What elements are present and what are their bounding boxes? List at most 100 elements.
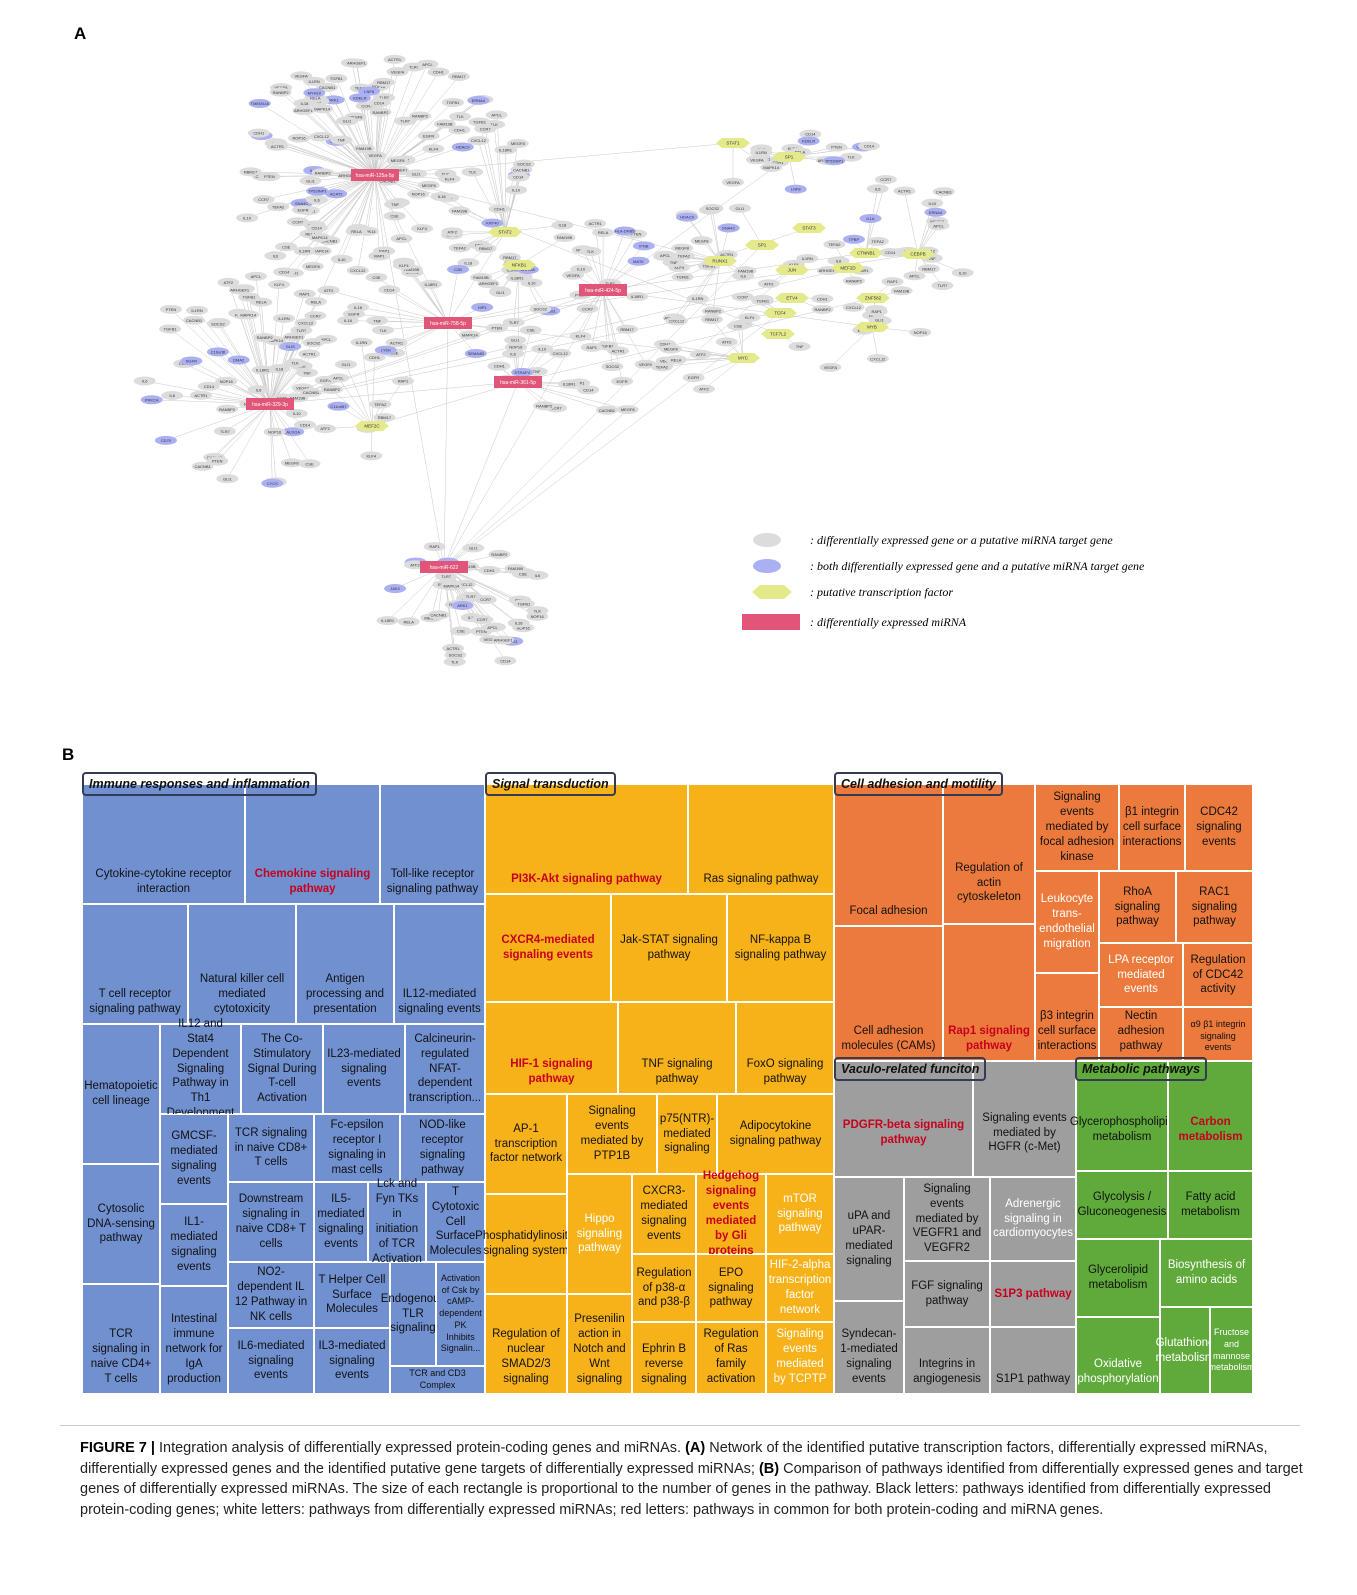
svg-text:IL10: IL10 bbox=[338, 257, 347, 262]
cell-s18: Regulation of p38-α and p38-β bbox=[632, 1254, 696, 1322]
gene-node: KLF4 bbox=[438, 174, 461, 184]
svg-text:TEFA2: TEFA2 bbox=[454, 245, 467, 250]
cell-s25: Signaling events mediated by TCPTP bbox=[766, 1322, 834, 1394]
gene-node: IL1RN bbox=[796, 254, 819, 264]
gene-node: TNF bbox=[662, 258, 685, 268]
cell-s12: Adipocytokine signaling pathway bbox=[717, 1094, 834, 1174]
svg-text:CACNB1: CACNB1 bbox=[303, 390, 320, 395]
svg-text:hsa-miR-125a-5p: hsa-miR-125a-5p bbox=[356, 173, 395, 179]
network-edge bbox=[357, 174, 376, 271]
gene-node: MAPK14 bbox=[308, 232, 331, 242]
network-edge bbox=[443, 269, 793, 568]
cell-s21: Regulation of nuclear SMAD2/3 signaling bbox=[485, 1294, 567, 1394]
svg-text:NFKB1: NFKB1 bbox=[512, 263, 527, 268]
network-edge bbox=[341, 174, 376, 260]
svg-text:TNF: TNF bbox=[533, 369, 541, 374]
gene-node: ACTR1 bbox=[893, 186, 916, 196]
cell-c14: TCR signaling in naive CD8+ T cells bbox=[228, 1114, 314, 1182]
svg-text:SNA4C: SNA4C bbox=[722, 226, 735, 231]
gene-node: RBM17 bbox=[373, 412, 396, 422]
cell-m9: Fructose and mannose metabolism bbox=[1209, 1307, 1255, 1394]
svg-text:FAM19B: FAM19B bbox=[557, 235, 573, 240]
gene-node: RBM17 bbox=[447, 71, 470, 81]
gene-node: APCL bbox=[416, 59, 439, 69]
mirna-node: hsa-miR-329-3p bbox=[246, 398, 294, 410]
svg-text:TLK: TLK bbox=[442, 171, 450, 176]
svg-text:SOCS2: SOCS2 bbox=[606, 364, 620, 369]
svg-text:IL18: IL18 bbox=[438, 194, 447, 199]
gene-node: IL18R1 bbox=[558, 379, 581, 389]
svg-text:IL1RN: IL1RN bbox=[308, 79, 319, 84]
svg-text:STAT3: STAT3 bbox=[802, 226, 816, 231]
svg-text:IL18R1: IL18R1 bbox=[856, 268, 870, 273]
svg-text:MYH10: MYH10 bbox=[308, 90, 322, 95]
svg-text:APCL: APCL bbox=[491, 113, 502, 118]
svg-text:CSE: CSE bbox=[390, 214, 399, 219]
svg-text:CSE: CSE bbox=[282, 244, 291, 249]
gene-node: CD14 bbox=[378, 285, 401, 295]
gene-node: IL18R1 bbox=[626, 292, 649, 302]
gene-node: MAPK14 bbox=[237, 310, 260, 320]
svg-text:TGFB1: TGFB1 bbox=[330, 76, 344, 81]
svg-text:TGFB1: TGFB1 bbox=[601, 343, 615, 348]
network-edge bbox=[374, 142, 734, 176]
svg-text:hsa-miR-424-5p: hsa-miR-424-5p bbox=[585, 288, 621, 294]
gene-node: SOCS2 bbox=[444, 650, 467, 660]
svg-text:RBM17: RBM17 bbox=[503, 255, 517, 260]
gene-node: IL1RN bbox=[303, 76, 326, 86]
svg-text:RANBP2: RANBP2 bbox=[536, 403, 553, 408]
svg-text:ETV4: ETV4 bbox=[786, 296, 798, 301]
svg-text:KLF4: KLF4 bbox=[429, 146, 439, 151]
gene-node: MEGF8 bbox=[690, 236, 713, 246]
svg-text:CACNB1: CACNB1 bbox=[194, 464, 211, 469]
svg-text:SP1: SP1 bbox=[785, 155, 794, 160]
gene-node: RANBP2 bbox=[533, 401, 556, 411]
svg-text:TGFB1: TGFB1 bbox=[473, 120, 487, 125]
cell-s9: AP-1 transcription factor network bbox=[485, 1094, 567, 1194]
svg-text:LNF8: LNF8 bbox=[364, 89, 375, 94]
svg-text:hsa-miR-361-5p: hsa-miR-361-5p bbox=[500, 380, 536, 386]
network-edge bbox=[443, 566, 524, 604]
network-edge bbox=[366, 105, 376, 176]
gene-node: IL1RN bbox=[686, 294, 709, 304]
svg-text:IL1RN: IL1RN bbox=[299, 249, 310, 254]
gene-node: CXCL12 bbox=[294, 318, 317, 328]
cell-s6: HIF-1 signaling pathway bbox=[485, 1002, 618, 1094]
svg-text:TNF: TNF bbox=[373, 318, 381, 323]
network-edge bbox=[871, 326, 879, 359]
network-edge bbox=[269, 381, 519, 405]
network-edge bbox=[602, 289, 619, 352]
svg-text:CACNB1: CACNB1 bbox=[321, 238, 338, 243]
svg-text:VEGFA: VEGFA bbox=[391, 69, 405, 74]
network-edge bbox=[865, 218, 871, 254]
gene-node: ACTR1 bbox=[189, 390, 212, 400]
svg-text:NOP16: NOP16 bbox=[509, 345, 523, 350]
svg-text:ARHGEF1: ARHGEF1 bbox=[479, 281, 499, 286]
network-edge bbox=[591, 289, 604, 348]
svg-text:CACNB1: CACNB1 bbox=[936, 189, 953, 194]
panel-label-b: B bbox=[62, 745, 75, 764]
svg-text:CDH1: CDH1 bbox=[494, 207, 506, 212]
svg-text:KDELR: KDELR bbox=[353, 96, 366, 101]
target-gene-node: SEMA4B bbox=[464, 348, 487, 358]
svg-text:RAP1: RAP1 bbox=[379, 249, 390, 254]
gene-node: IL10 bbox=[520, 278, 543, 288]
svg-text:FAM19B: FAM19B bbox=[508, 566, 524, 571]
gene-node: CDH1 bbox=[811, 294, 834, 304]
cell-c17: Cytosolic DNA-sensing pathway bbox=[82, 1164, 160, 1284]
svg-text:KLF4: KLF4 bbox=[789, 262, 799, 267]
svg-text:FAM19B: FAM19B bbox=[404, 267, 420, 272]
transcription-factor-node: TCF4 bbox=[763, 308, 797, 318]
gene-node: RBM17 bbox=[700, 314, 723, 324]
svg-text:ACTR1: ACTR1 bbox=[612, 349, 626, 354]
svg-text:CD14: CD14 bbox=[500, 658, 511, 663]
svg-text:PTEN: PTEN bbox=[166, 307, 177, 312]
gene-node: TEFA2 bbox=[672, 251, 695, 261]
target-gene-node: TP53INP1 bbox=[823, 156, 846, 166]
gene-node: FAM19B bbox=[890, 286, 913, 296]
svg-text:CSE: CSE bbox=[372, 275, 381, 280]
svg-text:CDH1: CDH1 bbox=[484, 568, 496, 573]
gene-node: EGFR bbox=[342, 309, 365, 319]
svg-text:TNF: TNF bbox=[303, 370, 311, 375]
network-edge bbox=[269, 403, 273, 484]
